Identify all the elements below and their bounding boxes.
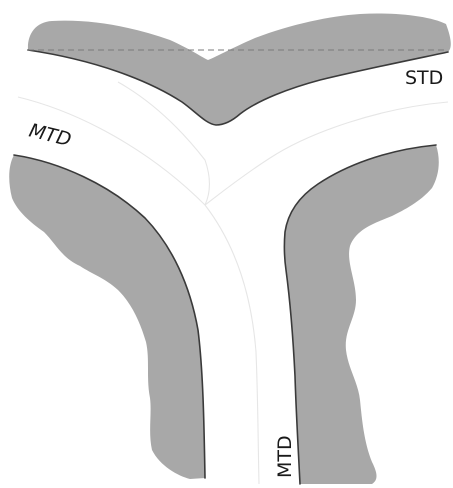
std-label: STD bbox=[405, 67, 443, 89]
top-shaded-region bbox=[28, 13, 451, 125]
left-shaded-region bbox=[9, 155, 205, 479]
mtd-vertical-label: MTD bbox=[274, 435, 296, 478]
right-shaded-region bbox=[284, 145, 438, 484]
mtd-label: MTD bbox=[27, 120, 74, 152]
